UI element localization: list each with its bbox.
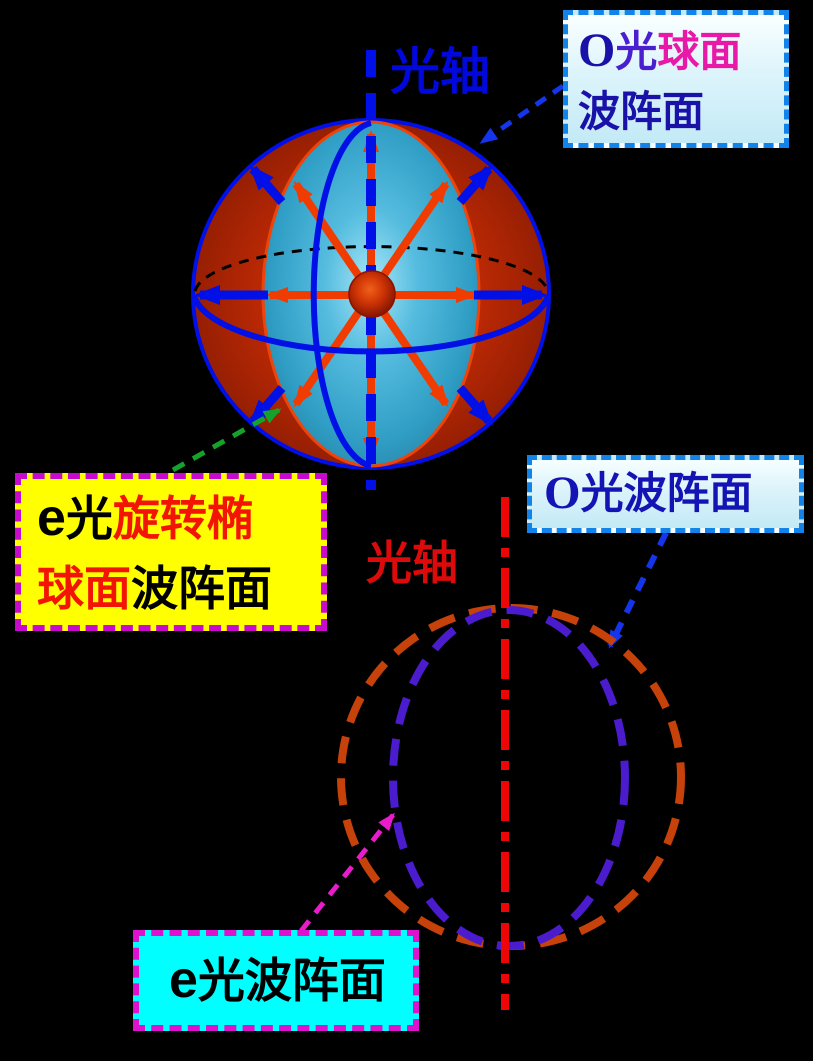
pointer-e-wave-label bbox=[299, 812, 395, 933]
meridian-curve bbox=[310, 120, 372, 469]
outward-up-right bbox=[456, 164, 493, 205]
o-wavefront-label: O光波阵面 bbox=[527, 455, 804, 533]
e-symbol: e bbox=[169, 951, 198, 1009]
rotating-ellip-chars: 旋转椭 bbox=[112, 494, 254, 546]
o-sphere-wavefront-label: O光球面 波阵面 bbox=[563, 10, 789, 148]
e-symbol: e bbox=[37, 489, 66, 547]
outward-down-left bbox=[249, 385, 286, 426]
o-sphere-label-line1: O光球面 bbox=[578, 21, 784, 83]
wavefront-cross-section bbox=[337, 497, 685, 1010]
wavefront-chars: 波阵面 bbox=[131, 564, 272, 616]
o-wavefront-circle bbox=[337, 604, 685, 950]
e-wavefront-label: e光波阵面 bbox=[133, 930, 419, 1031]
o-light-sphere-and-e-ellipsoid bbox=[191, 50, 551, 490]
wavefront-chars: 波阵面 bbox=[578, 90, 705, 136]
pointer-o-wave-label bbox=[607, 531, 669, 649]
wavefront-chars: 光波阵面 bbox=[197, 956, 386, 1008]
optical-axis-label-top: 光轴 bbox=[390, 44, 490, 100]
outward-down-right bbox=[456, 385, 493, 426]
outward-up-left bbox=[249, 164, 286, 205]
o-symbol: O bbox=[578, 24, 616, 77]
e-ellipsoid-wavefront-label: e光旋转椭 球面波阵面 bbox=[15, 473, 327, 631]
o-sphere-label-line2: 波阵面 bbox=[578, 83, 784, 143]
point-source-ball bbox=[348, 270, 396, 318]
optical-axis-label-bottom: 光轴 bbox=[366, 538, 458, 589]
e-sphere-label-line1: e光旋转椭 bbox=[37, 483, 321, 555]
pointer-e-sphere-label bbox=[171, 407, 282, 473]
light-char: 光 bbox=[65, 494, 113, 546]
sphere-surface-chars: 球面 bbox=[37, 564, 131, 616]
light-char: 光 bbox=[615, 30, 658, 76]
o-symbol: O bbox=[544, 467, 581, 519]
sphere-surface-chars: 球面 bbox=[657, 30, 742, 76]
pointer-o-sphere-label bbox=[479, 83, 565, 145]
wavefront-chars: 光波阵面 bbox=[580, 471, 753, 518]
e-sphere-label-line2: 球面波阵面 bbox=[37, 555, 321, 625]
outward-arrows bbox=[194, 164, 548, 426]
